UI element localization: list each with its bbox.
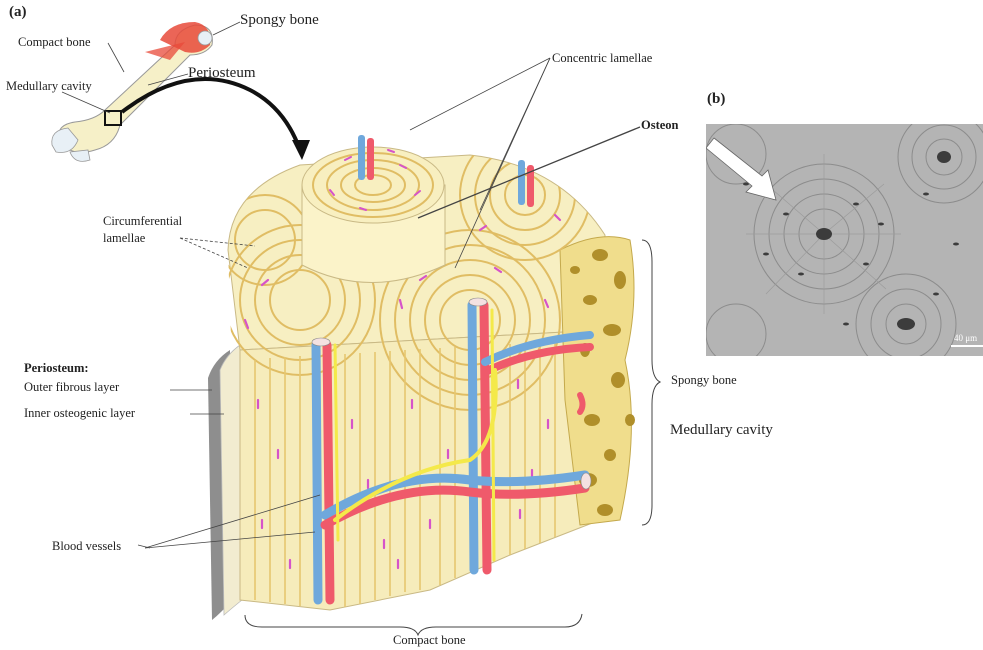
label-spongy-bone-top: Spongy bone [240, 13, 319, 28]
label-circumferential-lamellae-2: lamellae [103, 231, 145, 246]
label-outer-fibrous-layer: Outer fibrous layer [24, 380, 119, 395]
label-medullary-cavity-top: Medullary cavity [6, 79, 92, 94]
label-concentric-lamellae: Concentric lamellae [552, 51, 652, 66]
panel-label-a: (a) [9, 5, 27, 20]
label-osteon: Osteon [641, 118, 679, 133]
zoom-arrow-head [292, 140, 310, 160]
bone-block [208, 130, 635, 620]
label-inner-osteogenic-layer: Inner osteogenic layer [24, 406, 135, 421]
label-circumferential-lamellae-1: Circumferential [103, 214, 182, 229]
scale-bar-label: 40 μm [954, 331, 977, 346]
label-medullary-cavity-right: Medullary cavity [670, 423, 773, 438]
compact-bone-brace [245, 614, 582, 635]
osteon-micrograph: 40 μm [706, 124, 983, 356]
panel-label-b: (b) [707, 92, 725, 107]
label-periosteum-heading: Periosteum: [24, 361, 89, 376]
spongy-bone-brace [642, 240, 660, 525]
label-compact-bone-top: Compact bone [18, 35, 91, 50]
label-periosteum-top: Periosteum [188, 66, 256, 81]
osteon-cylinder [302, 135, 445, 283]
micrograph-image [706, 124, 983, 356]
label-spongy-bone-right: Spongy bone [671, 373, 737, 388]
label-blood-vessels: Blood vessels [52, 539, 121, 554]
label-compact-bone-bottom: Compact bone [393, 633, 466, 648]
